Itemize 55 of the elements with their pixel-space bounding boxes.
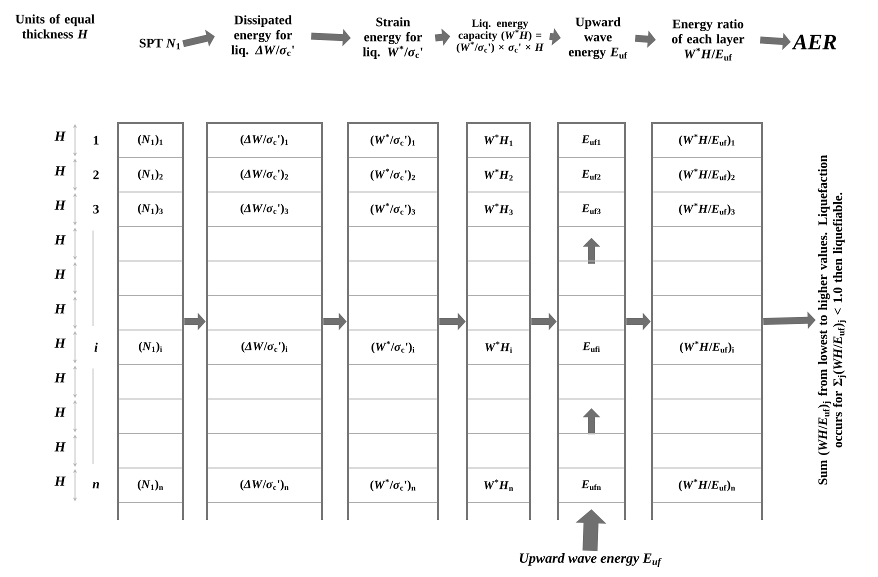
- cell-value: W$^{*}$H$_{n}$: [484, 479, 514, 491]
- unit-label: H: [54, 338, 66, 348]
- source-text: Upward wave energy E$_{uf}$: [520, 553, 662, 567]
- layer-number: 2: [93, 170, 99, 180]
- cell-value: E$_{ufn}$: [581, 480, 601, 490]
- unit-label: H: [54, 132, 66, 141]
- column-heading: Dissipated energy for liq. ΔW/σ$_{c}$': [231, 15, 294, 57]
- cell-value: (W$^{*}$H/E$_{uf}$)$_{i}$: [680, 341, 734, 354]
- unit-label: H: [54, 442, 66, 452]
- unit-label: H: [54, 373, 66, 382]
- cell-value: (N$_{1}$)$_{2}$: [138, 169, 163, 180]
- cell-value: (W$^{*}$/σ$_{c}$')$_{2}$: [370, 168, 416, 181]
- cell-value: (W$^{*}$/σ$_{c}$')$_{1}$: [370, 134, 416, 146]
- cell-value: E$_{uf1}$: [582, 135, 600, 146]
- layer-number: 1: [94, 136, 99, 144]
- layer-number: i: [94, 342, 98, 352]
- cell-value: E$_{uf2}$: [582, 170, 600, 180]
- cell-value: (ΔW/σ$_{c}$')$_{i}$: [242, 342, 288, 353]
- cell-value: (W$^{*}$H/E$_{uf}$)$_{n}$: [678, 479, 736, 492]
- cell-value: W$^{*}$H$_{i}$: [485, 341, 512, 353]
- cell-value: (W$^{*}$H/E$_{uf}$)$_{2}$: [679, 168, 735, 181]
- layer-number: 3: [93, 204, 99, 214]
- column-heading: SPT N$_{1}$: [140, 38, 180, 50]
- cell-value: (W$^{*}$/σ$_{c}$')$_{3}$: [370, 203, 416, 216]
- cell-value: (ΔW/σ$_{c}$')$_{n}$: [240, 480, 289, 491]
- unit-label: H: [54, 408, 66, 417]
- column-heading: Energy ratio of each layer W$^{*}$H/E$_{uf}$: [672, 19, 744, 61]
- unit-label: H: [54, 476, 66, 486]
- cell-value: W$^{*}$H$_{1}$: [484, 134, 513, 146]
- unit-label: H: [54, 270, 66, 279]
- cell-value: (W$^{*}$H/E$_{uf}$)$_{1}$: [679, 134, 735, 146]
- cell-value: (W$^{*}$/σ$_{c}$')$_{n}$: [370, 479, 416, 492]
- cell-value: (W$^{*}$H/E$_{uf}$)$_{3}$: [679, 203, 735, 216]
- unit-label: H: [54, 200, 66, 210]
- cell-value: E$_{uf3}$: [582, 204, 601, 214]
- column-heading: Strain energy for liq. W$^{*}$/σ$_{c}$': [362, 17, 422, 59]
- unit-label: H: [54, 304, 66, 314]
- column-heading: AER: [792, 34, 836, 50]
- cell-value: W$^{*}$H$_{3}$: [484, 203, 513, 215]
- cell-value: (N$_{1}$)$_{1}$: [138, 134, 163, 146]
- unit-label: H: [54, 166, 66, 176]
- cell-value: E$_{ufi}$: [582, 342, 600, 352]
- cell-value: (N$_{1}$)$_{n}$: [138, 480, 164, 491]
- column-heading: Liq. energy capacity (W$^{*}$H) = (W$^{*}$/σ$_{c}$') × σ$_{c}$' × H: [456, 19, 544, 54]
- cell-value: (ΔW/σ$_{c}$')$_{3}$: [240, 204, 288, 215]
- cell-value: (W$^{*}$/σ$_{c}$')$_{i}$: [372, 341, 414, 354]
- column-heading: Units of equal thickness H: [16, 14, 94, 38]
- cell-value: (N$_{1}$)$_{i}$: [138, 342, 162, 353]
- cell-value: (ΔW/σ$_{c}$')$_{1}$: [240, 134, 288, 146]
- cell-value: (N$_{1}$)$_{3}$: [138, 204, 163, 215]
- cell-value: (ΔW/σ$_{c}$')$_{2}$: [240, 169, 288, 180]
- column-heading: Upward wave energy E$_{uf}$: [568, 17, 628, 60]
- cell-value: W$^{*}$H$_{2}$: [484, 169, 513, 180]
- unit-label: H: [54, 235, 66, 244]
- layer-number: n: [92, 482, 99, 488]
